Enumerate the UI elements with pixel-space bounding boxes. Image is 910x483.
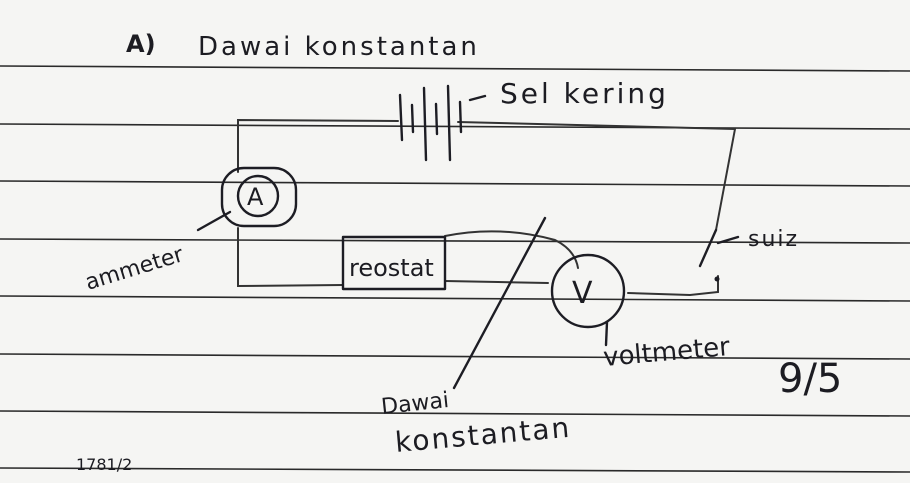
voltmeter-icon — [550, 253, 626, 329]
ruled-line — [0, 123, 910, 130]
ammeter-pointer — [196, 210, 232, 232]
voltmeter-pointer — [604, 320, 609, 347]
ruled-lines — [0, 65, 910, 473]
voltmeter-label: voltmeter — [602, 332, 731, 373]
wire-label-line2: konstantan — [394, 411, 573, 459]
rheostat-label: reostat — [349, 254, 434, 282]
footer-fragment: 1781/2 — [76, 455, 132, 474]
circuit-wires — [237, 118, 737, 297]
wire-left-bottom — [237, 227, 344, 288]
ruled-line — [0, 238, 910, 244]
switch-label: suiz — [748, 227, 799, 252]
ammeter-symbol: A — [247, 183, 264, 211]
wire-top-right — [457, 121, 737, 231]
wire-bottom-right — [627, 275, 719, 297]
constantan-wire — [444, 230, 579, 269]
wire-top-left — [237, 118, 399, 173]
ruled-line — [0, 180, 910, 187]
voltmeter-symbol: V — [572, 276, 593, 311]
ruled-line — [0, 353, 910, 360]
wire-label-line1: Dawai — [380, 388, 450, 420]
ammeter-label: ammeter — [82, 242, 187, 296]
ruled-line — [0, 410, 910, 417]
ruled-line — [0, 467, 910, 473]
ruled-line — [0, 65, 910, 72]
ammeter-icon — [220, 166, 298, 228]
switch-icon — [698, 228, 740, 282]
rheostat-icon — [341, 235, 447, 291]
wire-bottom-mid — [444, 280, 549, 284]
dry-cell-icon — [398, 84, 487, 162]
constantan-pointer — [452, 216, 547, 390]
heading-title: Dawai konstantan — [198, 32, 480, 62]
cell-label: Sel kering — [500, 77, 669, 110]
question-marker: A) — [126, 30, 156, 58]
ruled-line — [0, 295, 910, 302]
score-mark: 9/5 — [778, 356, 842, 402]
